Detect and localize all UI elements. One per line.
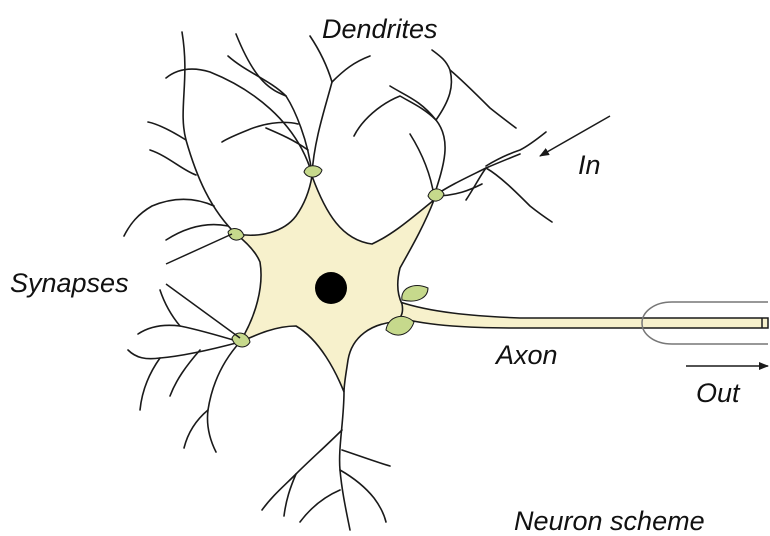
dendrite-branch [342,450,390,466]
dendrite-branch [340,392,350,530]
dendrite-branch [228,56,312,174]
synapse [428,189,444,201]
dendrite-branch [140,358,160,410]
synapses-pointer-upper [166,234,232,264]
dendrite-branch [184,410,208,448]
dendrite-branch [450,70,516,128]
caption: Neuron scheme [514,506,705,536]
synapses-pointer-lower [166,284,240,338]
dendrite-branch [128,342,240,359]
dendrite-branch [354,96,436,136]
dendrite-branch [310,36,332,174]
dendrite-branch [166,225,228,240]
dendrite-branch [236,34,286,96]
dendrite-branch [434,154,520,196]
label-dendrites: Dendrites [322,14,438,44]
axon-shaft [400,302,768,328]
dendrite-branch [332,56,370,82]
dendrite-branch [138,325,240,342]
dendrite-branch [300,490,340,522]
dendrite-branch [262,430,342,510]
dendrite-branch [150,150,196,175]
nucleus [315,272,347,304]
dendrite-branch [390,86,445,196]
label-axon: Axon [494,340,558,370]
dendrite-branch [166,69,312,174]
dendrite-branch [124,199,214,236]
dendrite-branch [160,290,180,326]
label-in: In [578,150,601,180]
dendrite-branch [182,32,238,236]
dendrite-branch [148,122,186,140]
dendrite-branch [432,50,451,120]
dendrite-branch [207,342,240,452]
label-synapses: Synapses [10,268,129,298]
dendrite-branch [410,134,434,196]
dendrite-branch [486,168,552,222]
synapse [304,166,322,177]
label-out: Out [696,378,741,408]
synapse [402,286,428,301]
incoming-fiber [486,132,546,166]
axon [400,302,768,344]
